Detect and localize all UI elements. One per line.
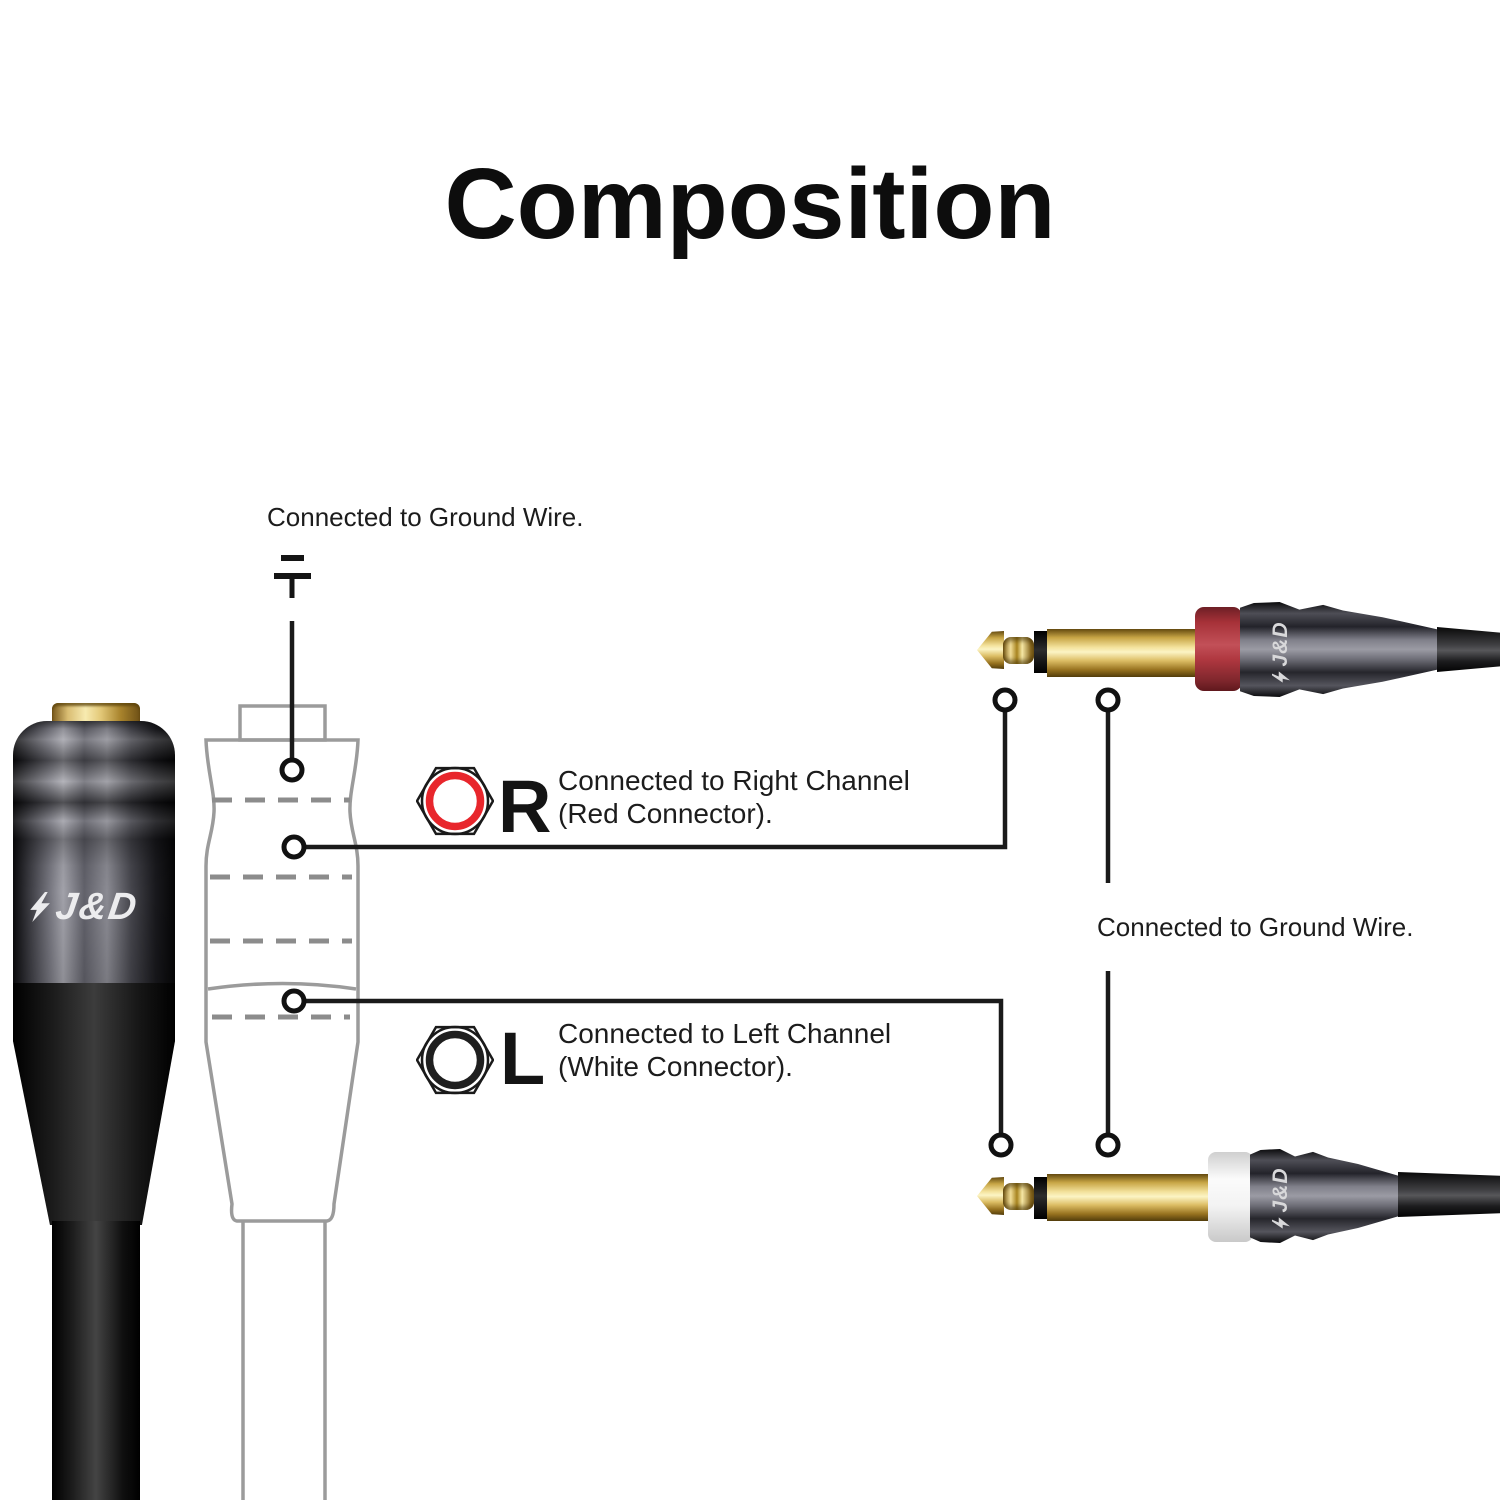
left-channel-line2: (White Connector). xyxy=(558,1051,793,1082)
plug-red-band xyxy=(1195,607,1242,691)
female-connector-cable xyxy=(52,1221,140,1500)
plug-cable xyxy=(1437,626,1500,673)
dot-white-plug-ground xyxy=(1095,1132,1121,1158)
connection-dots xyxy=(279,687,1121,1158)
brand-text: J&D xyxy=(1269,1167,1292,1213)
plug-shaft xyxy=(1047,1174,1208,1221)
plug-insulator-ring xyxy=(1034,1177,1047,1219)
plug-white-band xyxy=(1208,1152,1253,1242)
plug-tip xyxy=(977,631,1004,669)
jack-nut-red-icon xyxy=(416,766,494,836)
dot-ground-sleeve xyxy=(279,757,305,783)
dot-left-channel xyxy=(281,988,307,1014)
brand-logo: J&D xyxy=(27,886,164,928)
ground-symbol-icon xyxy=(274,555,311,598)
wireframe-body xyxy=(204,738,360,1223)
plug-cable xyxy=(1398,1171,1500,1218)
left-channel-text: Connected to Left Channel (White Connect… xyxy=(558,1017,891,1083)
dot-red-plug-tip xyxy=(992,687,1018,713)
female-connector-black-housing xyxy=(13,983,175,1225)
lightning-bolt-icon xyxy=(1272,1216,1290,1229)
female-connector-gold-collar xyxy=(52,703,140,723)
plug-tip xyxy=(977,1177,1004,1215)
plug-insulator-ring xyxy=(1034,631,1047,673)
dot-right-channel xyxy=(281,834,307,860)
left-channel-letter: L xyxy=(500,1017,546,1100)
dot-white-plug-tip xyxy=(988,1132,1014,1158)
page-title: Composition xyxy=(444,148,1056,260)
brand-logo: J&D xyxy=(1269,1158,1293,1238)
lightning-bolt-icon xyxy=(30,892,50,922)
wireframe-collar xyxy=(238,704,327,742)
brand-text: J&D xyxy=(53,885,142,928)
right-channel-text: Connected to Right Channel (Red Connecto… xyxy=(558,764,910,830)
wireframe-connector xyxy=(204,704,360,1500)
left-channel-line1: Connected to Left Channel xyxy=(558,1018,892,1049)
right-channel-letter: R xyxy=(498,765,552,848)
brand-text: J&D xyxy=(1269,621,1292,667)
wireframe-section-boundary xyxy=(207,981,357,991)
female-connector-metal-body xyxy=(13,721,175,984)
plug-neck-rings xyxy=(1003,637,1034,664)
plug-neck-rings xyxy=(1003,1183,1034,1210)
dot-red-plug-ground xyxy=(1095,687,1121,713)
lightning-bolt-icon xyxy=(1272,670,1290,683)
ground-right-label: Connected to Ground Wire. xyxy=(1097,912,1414,942)
ground-left-label: Connected to Ground Wire. xyxy=(267,502,584,532)
right-channel-line2: (Red Connector). xyxy=(558,798,773,829)
brand-logo: J&D xyxy=(1269,612,1293,692)
wireframe-dashed-lines xyxy=(210,797,352,1020)
plug-shaft xyxy=(1047,629,1195,677)
jack-nut-black-icon xyxy=(416,1025,494,1095)
right-channel-line1: Connected to Right Channel xyxy=(558,765,910,796)
